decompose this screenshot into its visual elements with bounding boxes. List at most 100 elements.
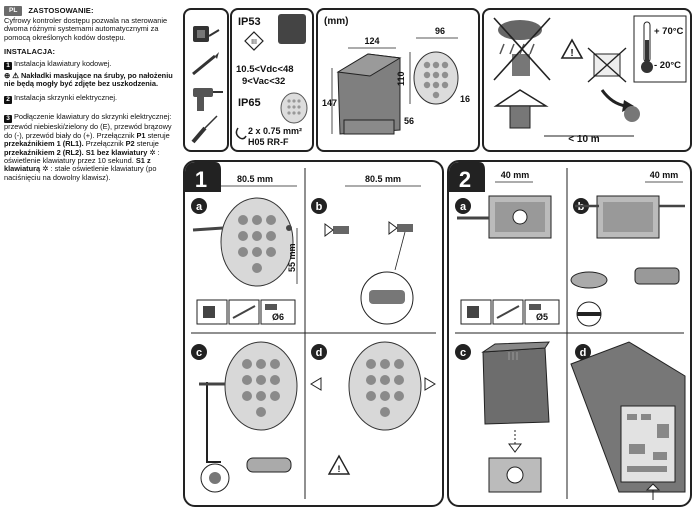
class3-label: III bbox=[251, 39, 257, 46]
electrical-box-cover-icon bbox=[481, 341, 550, 425]
keypad-mounted-keys-icon bbox=[366, 359, 404, 417]
depth-56-label: 56 bbox=[404, 116, 414, 126]
tools-illustration bbox=[191, 26, 223, 144]
unit-label: (mm) bbox=[324, 16, 348, 27]
pencil-small-icon bbox=[228, 299, 260, 325]
step3-part: P2 bbox=[125, 139, 135, 149]
specs-illustration: IP53 III 10.5<Vdc<48 9<Vac<32 IP65 2 x 0… bbox=[235, 14, 308, 147]
panel-1-step-b: b bbox=[316, 201, 323, 213]
temp-low-label: - 20°C bbox=[654, 60, 681, 71]
width-124-label: 124 bbox=[364, 36, 379, 46]
warning-label: Nakładki maskujące na śruby, po nałożeni… bbox=[4, 70, 173, 89]
dimensions-panel: (mm) 124 147 56 96 110 1 bbox=[316, 8, 480, 152]
cap-right-icon bbox=[424, 377, 436, 391]
panel-1-dim-height: 55 mm bbox=[287, 243, 297, 272]
electrical-box-mini-icon bbox=[278, 14, 306, 44]
keypad-mini-keys-icon bbox=[287, 99, 301, 115]
panel-1-drill-size: Ø6 bbox=[272, 312, 284, 322]
cable-icon bbox=[235, 127, 247, 140]
dimensions-illustration: (mm) 124 147 56 96 110 1 bbox=[322, 16, 470, 135]
screw-detail-icon bbox=[246, 457, 292, 473]
keypad-front-keys-icon bbox=[238, 215, 276, 273]
panel-1-dim-b: 80.5 mm bbox=[365, 174, 401, 184]
step3-part: steruje bbox=[145, 130, 170, 140]
step1-number-icon: 1 bbox=[4, 61, 12, 70]
warning-triangle-small-icon bbox=[327, 454, 351, 475]
screw-hole-icon bbox=[286, 225, 292, 231]
panel-1-number: 1 bbox=[195, 167, 207, 192]
language-badge: PL bbox=[4, 6, 23, 16]
step3-part: S1 z klawiaturą bbox=[4, 156, 151, 174]
panel-2-illustration: 2 a 40 mm Ø5 b 40 mm bbox=[449, 162, 686, 500]
wall-plug-left-icon bbox=[324, 223, 349, 237]
voltage-dc-label: 10.5<Vdc<48 bbox=[236, 64, 294, 75]
box-forbidden-icon bbox=[587, 47, 640, 122]
class3-diamond-icon bbox=[244, 31, 264, 51]
warning-icon: ⊕ ⚠ bbox=[4, 70, 21, 80]
environment-panel: ! < 10 m + 7 bbox=[482, 8, 692, 152]
rain-forbidden-icon bbox=[493, 17, 551, 81]
install-title: INSTALACJA: bbox=[4, 47, 56, 57]
usage-title: ZASTOSOWANIE: bbox=[28, 5, 94, 15]
step1-label: Instalacja klawiatury kodowej. bbox=[14, 58, 112, 68]
panel-1: 1 a 80.5 mm 55 mm bbox=[183, 160, 444, 507]
step3-part: steruje bbox=[134, 139, 159, 149]
screwdriver-icon bbox=[191, 115, 218, 144]
temp-high-label: + 70°C bbox=[654, 26, 684, 37]
step3-part: przekaźnikiem 2 (RL2). S1 bez klawiatury bbox=[4, 147, 148, 157]
drill-icon bbox=[193, 88, 223, 111]
voltage-ac-label: 9<Vac<32 bbox=[242, 76, 285, 87]
cap-left-icon bbox=[310, 377, 322, 391]
ip65-label: IP65 bbox=[238, 97, 261, 109]
tools-panel bbox=[183, 8, 229, 152]
warning-text: ⊕ ⚠ Nakładki maskujące na śruby, po nało… bbox=[4, 70, 176, 89]
usage-header: PL ZASTOSOWANIE: bbox=[4, 6, 176, 16]
panel-1-step-d: d bbox=[316, 347, 323, 359]
up-arrow-icon bbox=[645, 483, 661, 491]
screw-detail-icon bbox=[570, 271, 608, 289]
step3-part: Podłączenie klawiatury do skrzynki elekt… bbox=[4, 112, 172, 140]
panel-1-dim-width: 80.5 mm bbox=[237, 174, 273, 184]
step3-part: : oświetlenie klawiatury przez 10 sekund… bbox=[4, 147, 160, 166]
usage-text: Cyfrowy kontroler dostępu pozwala na ste… bbox=[4, 16, 168, 42]
specs-panel: IP53 III 10.5<Vdc<48 9<Vac<32 IP65 2 x 0… bbox=[230, 8, 314, 152]
panel-2-number-tab bbox=[449, 162, 485, 192]
electrical-box-open-icon bbox=[570, 341, 686, 493]
keypad-keys-icon bbox=[423, 61, 449, 99]
svg-text:!: ! bbox=[338, 464, 341, 474]
step3-number-icon: 3 bbox=[4, 115, 12, 124]
panel-2-step-a: a bbox=[460, 201, 467, 213]
thermometer-icon bbox=[641, 21, 653, 73]
tape-measure-small-icon bbox=[196, 299, 228, 325]
depth-16-label: 16 bbox=[460, 94, 470, 104]
panel-2-dim-a: 40 mm bbox=[501, 170, 530, 180]
step3-part: : stałe oświetlenie klawiatury (po naciś… bbox=[4, 164, 157, 182]
distance-label: < 10 m bbox=[568, 134, 600, 145]
sun-icon: ✲ bbox=[147, 147, 156, 157]
sun-icon: ✲ bbox=[40, 164, 49, 174]
height-147-label: 147 bbox=[322, 98, 337, 108]
pencil-icon bbox=[192, 52, 219, 76]
width-96-label: 96 bbox=[435, 26, 445, 36]
warning-triangle-icon bbox=[560, 38, 584, 59]
electrical-box-icon bbox=[336, 53, 402, 135]
step2-label: Instalacja skrzynki elektrycznej. bbox=[14, 93, 118, 103]
panel-2-step-c: c bbox=[460, 347, 466, 359]
height-110-label: 110 bbox=[396, 71, 406, 86]
allen-key-icon bbox=[206, 382, 221, 463]
environment-illustration: ! < 10 m + 7 bbox=[493, 15, 687, 145]
panel-2-drill-size: Ø5 bbox=[536, 312, 548, 322]
panel-1-number-tab bbox=[185, 162, 221, 192]
panel-2-step-d: d bbox=[580, 347, 587, 359]
wall-plug-right-icon bbox=[388, 221, 413, 235]
tape-measure-small-icon bbox=[460, 299, 492, 325]
drill-bit-icon bbox=[192, 226, 224, 232]
keypad-install-keys-icon bbox=[242, 359, 280, 417]
panel-1-step-c: c bbox=[196, 347, 202, 359]
step3-part: przekaźnikiem 1 (RL1). bbox=[4, 139, 84, 149]
cable-type-label: H05 RR-F bbox=[248, 137, 289, 147]
